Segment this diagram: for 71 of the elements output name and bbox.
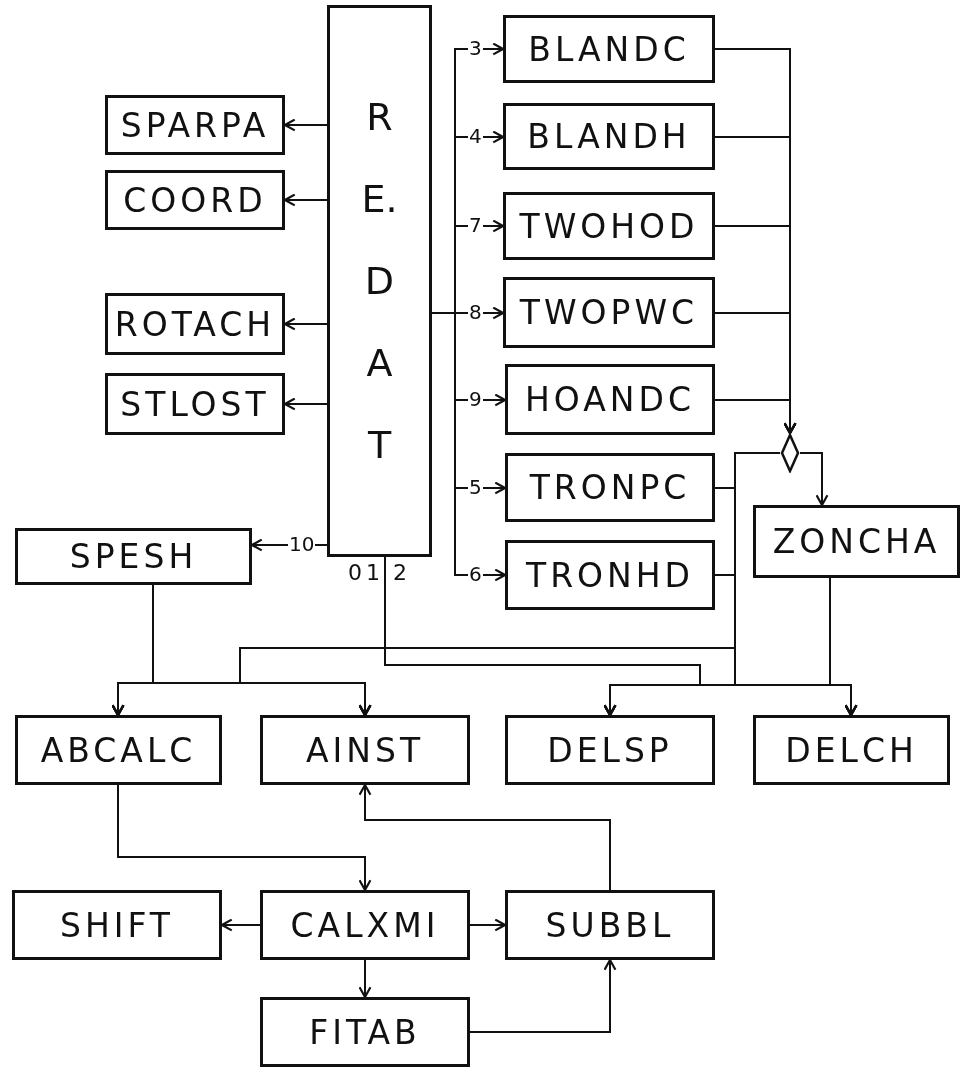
module-name: RE.DAT: [360, 94, 399, 469]
module-name: FITAB: [309, 1012, 421, 1052]
module-box: [503, 192, 715, 260]
module-name: SUBBL: [545, 905, 675, 945]
module-box: [753, 715, 950, 785]
connector-arrow: [152, 584, 372, 717]
module-box: [503, 277, 715, 348]
edge-label: 9: [468, 389, 483, 409]
module-name: ZONCHA: [772, 522, 941, 561]
module-name: COORD: [123, 180, 267, 220]
module-name: TWOPWC: [519, 293, 699, 332]
edge-label: 5: [468, 477, 483, 497]
module-name: TRONPC: [529, 468, 691, 507]
connector-arrow: [283, 397, 328, 411]
module-box: [260, 715, 470, 785]
module-box: [327, 5, 432, 557]
edge-label: 4: [468, 126, 483, 146]
output-number: 1: [366, 562, 380, 584]
edge-label: 8: [468, 302, 483, 322]
module-box: [12, 890, 222, 960]
module-name: BLANDC: [528, 29, 690, 69]
output-number: 2: [393, 562, 407, 584]
module-box: [105, 95, 285, 155]
connector-arrow: [358, 783, 611, 891]
edge-label: 10: [288, 534, 316, 554]
module-name: AINST: [305, 730, 425, 770]
connector-arrow: [714, 399, 797, 435]
module-box: [105, 373, 285, 435]
connector-arrow: [469, 918, 507, 932]
connector-arrow: [283, 118, 328, 132]
module-box: [505, 715, 715, 785]
connector-arrow: [117, 784, 372, 892]
connector-arrow: [469, 958, 617, 1033]
module-box: [505, 364, 715, 435]
module-box: [105, 170, 285, 230]
module-box: [753, 505, 960, 578]
connector-arrow: [799, 452, 829, 507]
connector-arrow: [283, 193, 328, 207]
module-box: [505, 890, 715, 960]
module-name: SHIFT: [59, 905, 175, 945]
module-name: HOANDC: [525, 380, 695, 419]
connector-arrow: [431, 312, 507, 582]
decision-diamond: [780, 433, 800, 473]
connector-arrow: [220, 918, 261, 932]
connector-arrow: [829, 577, 858, 717]
connector-arrow: [358, 959, 372, 999]
edge-label: 3: [468, 38, 483, 58]
connector-arrow: [283, 317, 328, 331]
module-box: [260, 890, 470, 960]
output-number: 0: [348, 562, 362, 584]
module-name: BLANDH: [527, 117, 691, 156]
module-box: [105, 293, 285, 355]
module-box: [260, 997, 470, 1067]
module-name: ABCALC: [40, 730, 197, 770]
module-box: [15, 528, 252, 585]
edge-label: 7: [468, 215, 483, 235]
module-name: ROTACH: [114, 304, 276, 344]
module-name: CALXMI: [290, 905, 440, 945]
module-name: TWOHOD: [519, 206, 699, 246]
module-box: [505, 540, 715, 610]
edge-label: 6: [468, 564, 483, 584]
module-name: STLOST: [120, 384, 270, 424]
module-name: SPARPA: [120, 105, 270, 145]
module-name: TRONHD: [526, 555, 694, 595]
module-name: DELCH: [785, 730, 918, 770]
module-name: SPESH: [69, 537, 198, 576]
module-box: [503, 15, 715, 83]
module-box: [503, 103, 715, 170]
module-box: [505, 453, 715, 522]
module-box: [15, 715, 222, 785]
module-name: DELSP: [547, 730, 673, 770]
